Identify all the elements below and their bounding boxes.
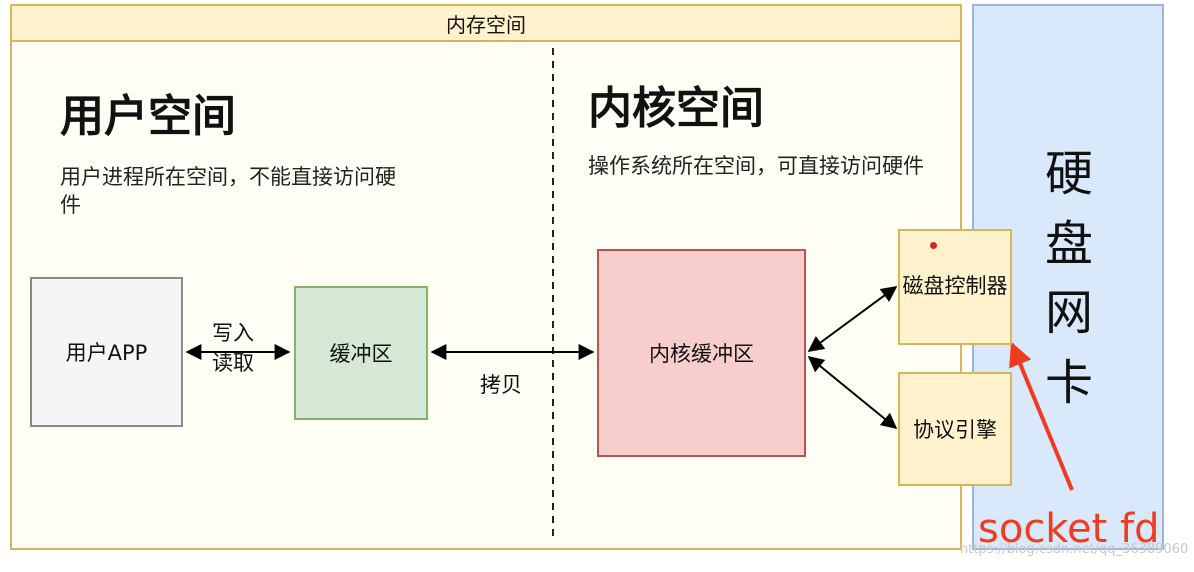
write-read-label: 写入 读取	[212, 321, 254, 376]
kernel-disk-arrow	[807, 286, 898, 352]
watermark: https://blog.csdn.net/qq_36389060	[960, 542, 1189, 557]
red-dot-marker	[930, 242, 937, 249]
disk-controller-box: 磁盘控制器	[898, 229, 1012, 345]
user-space-title: 用户空间	[60, 91, 236, 142]
memory-space-header: 内存空间	[10, 4, 962, 42]
user-buffer-box: 缓冲区	[294, 286, 428, 420]
user-space-description: 用户进程所在空间，不能直接访问硬件	[60, 165, 396, 218]
socket-fd-annotation: socket fd	[978, 506, 1160, 552]
kernel-space-description: 操作系统所在空间，可直接访问硬件	[588, 154, 924, 178]
user-app-box: 用户APP	[30, 277, 183, 427]
copy-label: 拷贝	[480, 373, 522, 397]
kernel-buffer-box: 内核缓冲区	[597, 249, 806, 457]
kernel-space-title: 内核空间	[588, 83, 764, 134]
protocol-engine-box: 协议引擎	[898, 372, 1012, 486]
hardware-label: 硬 盘 网 卡	[1044, 146, 1095, 411]
kernel-protocol-arrow	[807, 355, 898, 430]
socket-fd-arrow	[1009, 341, 1074, 491]
